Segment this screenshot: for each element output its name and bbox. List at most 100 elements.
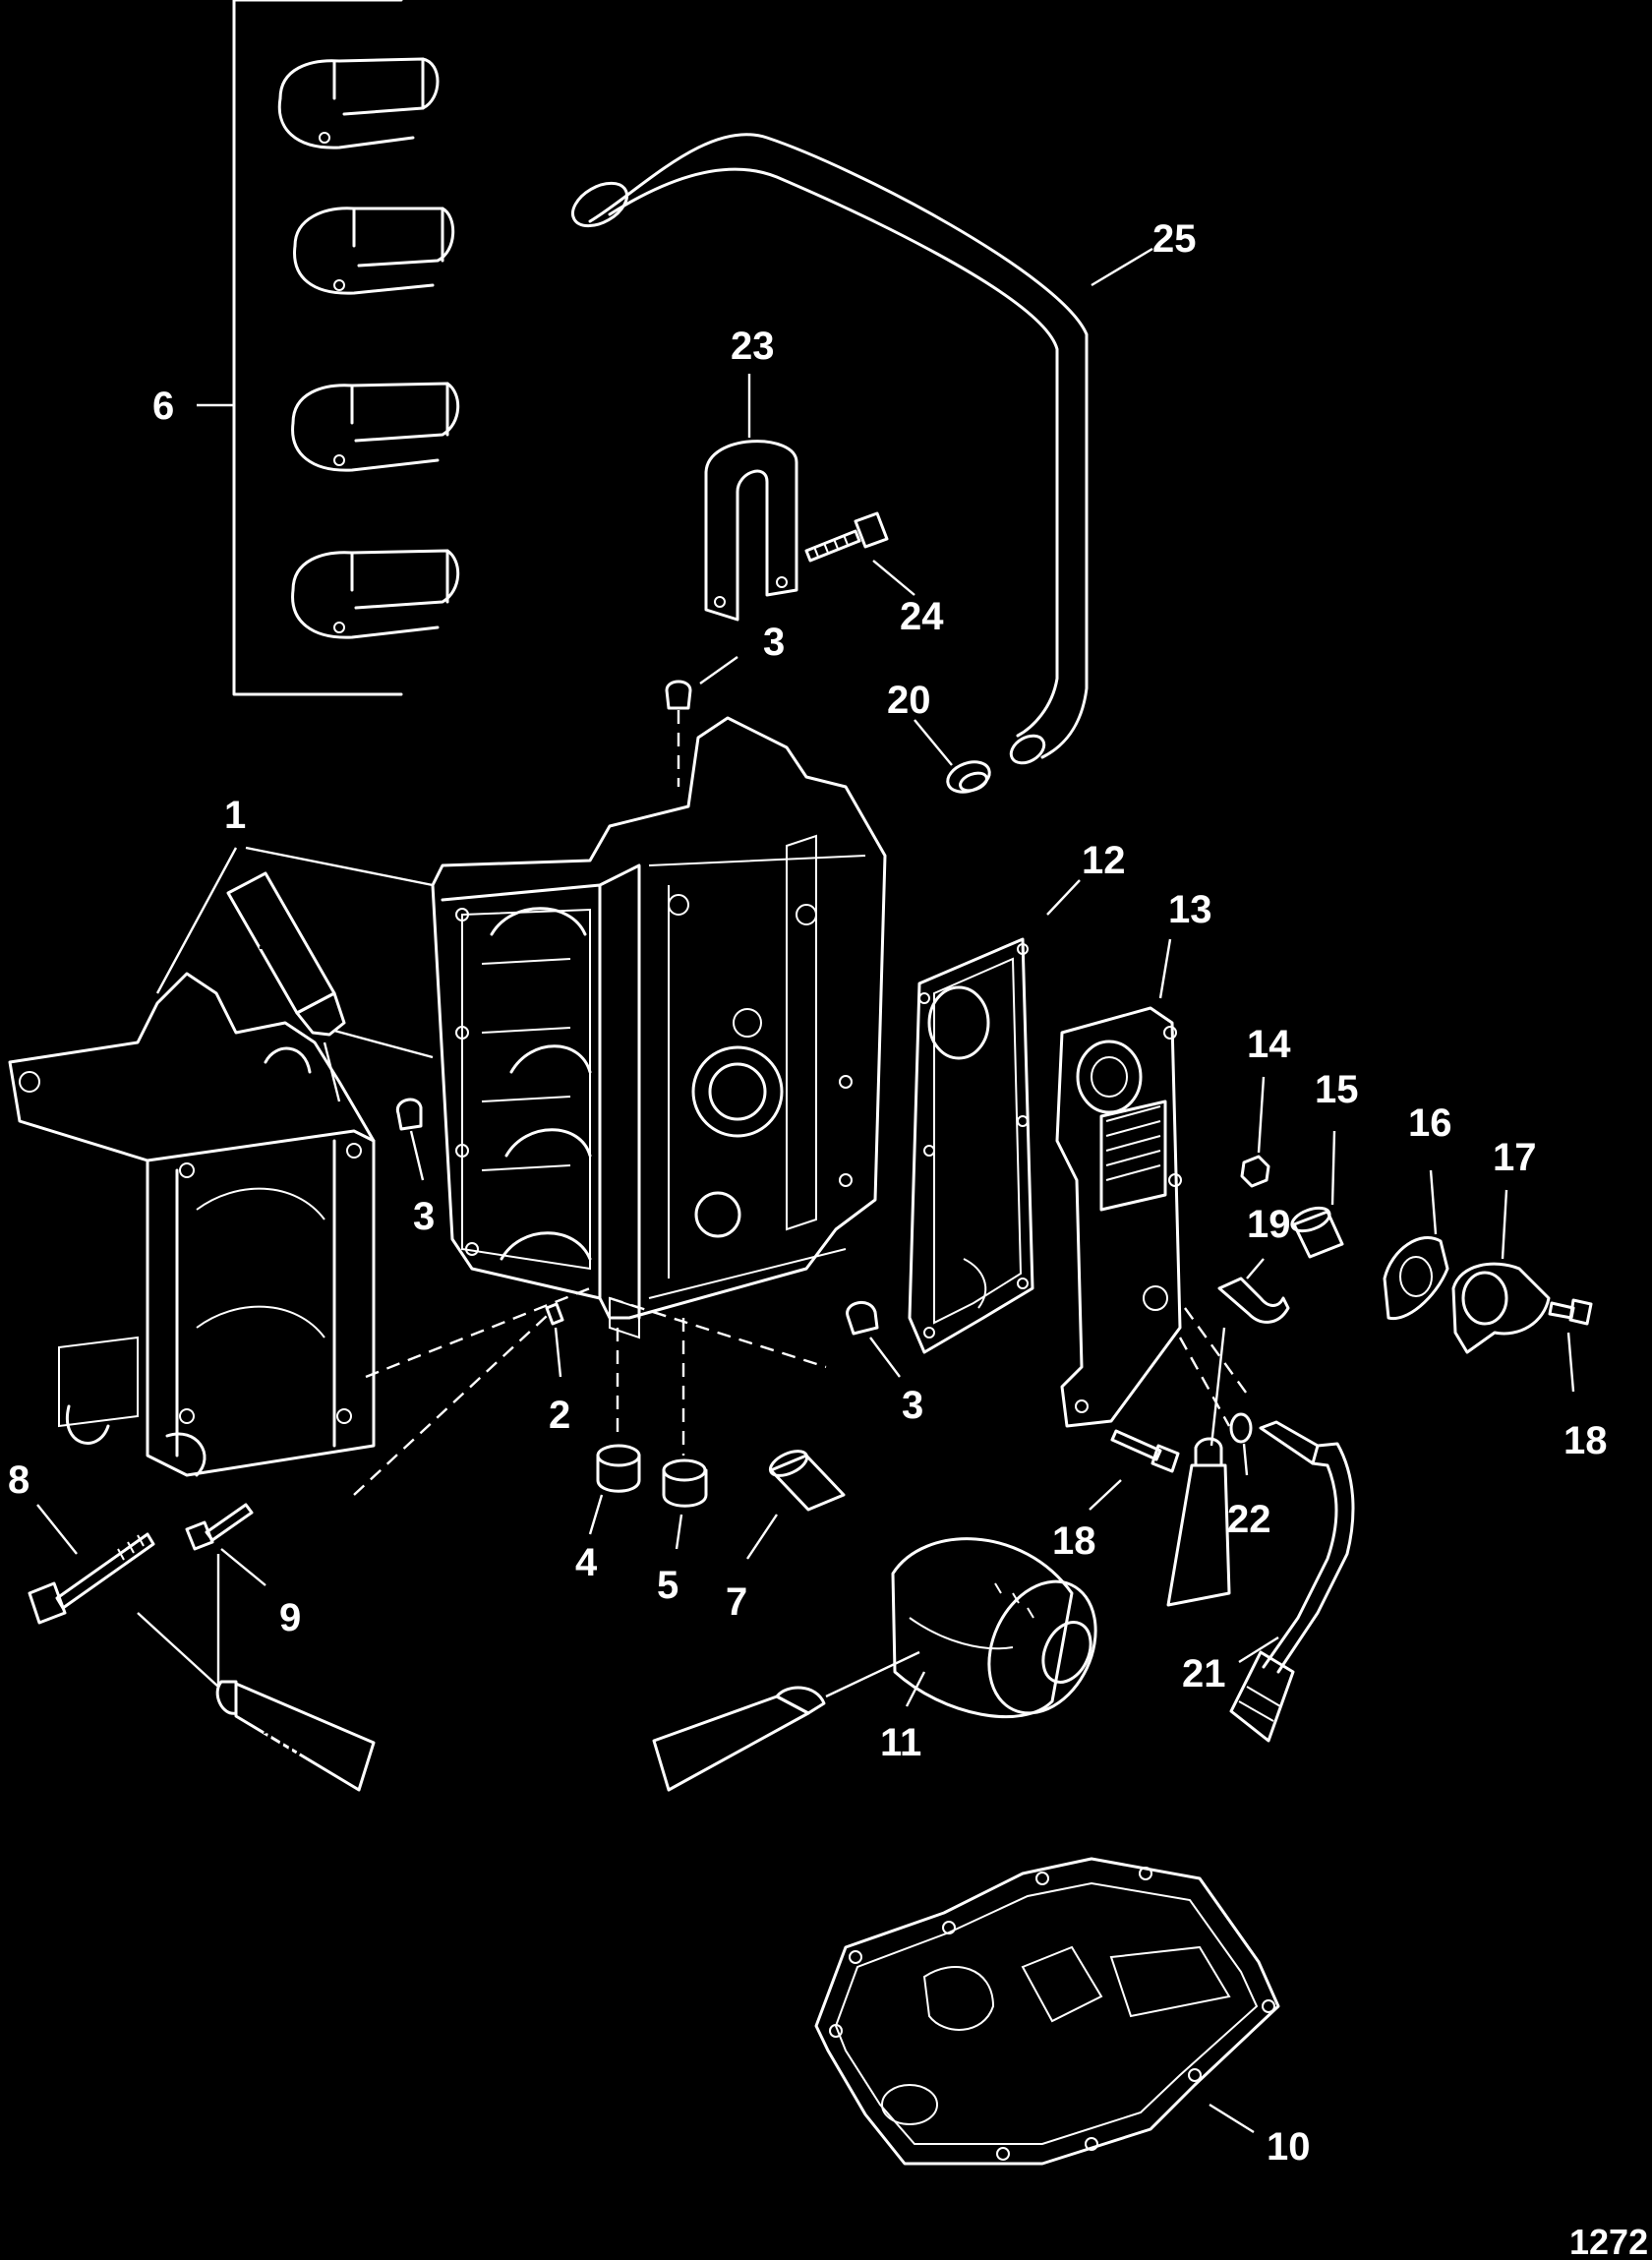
callout-3-left: 3 [413,1195,435,1238]
leader-11 [905,1671,926,1707]
callout-14: 14 [1247,1023,1291,1066]
clamp-23: 23 [704,325,798,622]
leader-3-left [409,1130,425,1181]
leader-3-top [699,656,738,684]
plug-3-right: 3 [846,1301,923,1427]
bolt-9: 9 [185,1503,301,1639]
hose-outline-inner [608,167,1059,738]
leader-14 [1257,1076,1266,1154]
sleeve-7: 7 [726,1450,846,1624]
figure-id: 1272 [1569,2222,1648,2260]
block-boss-1 [691,1045,784,1138]
leader-1a [245,846,434,887]
sealant-tube-12: 12 [226,871,434,1102]
leader-3-right [869,1337,901,1378]
crank-journal-2 [509,1044,592,1074]
leader-13 [1158,938,1172,999]
gasket-16: 16 [1383,1101,1452,1321]
callout-15: 15 [1315,1068,1359,1111]
callout-9: 9 [279,1596,301,1639]
callout-3-right: 3 [902,1384,923,1427]
callout-18-lower: 18 [1052,1519,1096,1563]
bolt-18-right: 18 [1548,1298,1608,1462]
hose-outline-outer [588,133,1089,759]
cover-plate-13: 13 [1055,888,1250,1428]
dowel-pin-2: 2 [353,1286,827,1496]
callout-5: 5 [657,1564,678,1607]
leader-21 [1238,1636,1279,1664]
leader-16 [1429,1169,1438,1235]
bushing-4: 4 [575,1328,641,1584]
callout-11: 11 [880,1721,921,1764]
callout-8: 8 [8,1458,30,1502]
leader-24 [872,560,915,596]
sealant-tube-9: 9 [1166,1327,1231,1607]
plug-3-top: 3 [665,621,785,787]
callout-2: 2 [549,1394,570,1437]
callout-16: 16 [1408,1101,1452,1145]
callout-19: 19 [1247,1203,1291,1246]
bracket-line [232,0,403,696]
leader-4 [588,1494,604,1535]
hose-clip-20: 20 [887,679,991,794]
callout-21: 21 [1182,1652,1226,1695]
hose-end-top [571,181,628,228]
gasket-10: 10 [814,1857,1311,2169]
callout-3-top: 3 [763,621,785,664]
callout-1: 1 [224,794,246,837]
leader-19 [1246,1258,1265,1279]
bearing-shell-1 [277,57,440,149]
callout-12: 12 [1082,839,1126,882]
crank-journal-4 [500,1231,592,1261]
bolt-18-lower: 18 [1052,1429,1180,1563]
callout-6: 6 [152,385,174,428]
leader-9 [220,1548,266,1586]
callout-20: 20 [887,679,931,722]
bearing-shell-3 [291,382,460,472]
bushing-5: 5 [657,1318,708,1607]
leader-5 [675,1514,683,1550]
plug-3-left: 3 [395,1098,435,1238]
thermostat-cover-17: 17 [1451,1136,1551,1354]
leader-8 [36,1504,78,1555]
leader-1b [155,847,238,994]
sensor-21: 21 [1182,1420,1355,1743]
leader-18-right [1566,1332,1575,1393]
hose-25: 25 [571,133,1197,765]
callout-18-right: 18 [1564,1419,1608,1462]
leader-2 [554,1327,562,1378]
bolt-8: 8 [8,1458,155,1625]
callout-4: 4 [575,1541,598,1584]
leader-25 [1091,247,1153,287]
gasket-12: 12 [908,839,1126,1354]
tube-label-110-right: 110 [690,1717,741,1758]
bearing-shell-4 [291,549,460,639]
sealant-tube-110-left: 110 [137,1554,376,1792]
bearing-shells-group: 6 [152,0,460,696]
crank-journal-3 [504,1128,592,1158]
hose-end-bottom [1009,734,1046,765]
leader-17 [1501,1189,1508,1260]
o-ring-22: 22 [1227,1412,1271,1541]
block-boss-2 [694,1191,741,1238]
tube-label-110-left: 110 [256,1722,308,1764]
callout-22: 22 [1227,1498,1271,1541]
leader-7 [746,1514,778,1560]
callout-10: 10 [1267,2125,1311,2169]
block-outline [431,716,887,1320]
leader-20 [914,719,953,766]
fitting-15: 15 [1290,1068,1359,1259]
oil-filter-11: 11 [880,1537,1097,1764]
leader-10 [1209,2103,1255,2134]
leader-12 [1046,879,1081,916]
nut-14: 14 [1240,1023,1291,1188]
leader-15 [1330,1130,1336,1206]
bearing-shell-2 [293,207,455,295]
callout-23: 23 [731,325,775,368]
cylinder-block-1: 1 [155,716,887,1339]
callout-7: 7 [726,1580,747,1624]
leader-22 [1242,1443,1249,1476]
exhaust-housing [8,972,376,1477]
tube-label-9: 9 [1196,1541,1211,1572]
